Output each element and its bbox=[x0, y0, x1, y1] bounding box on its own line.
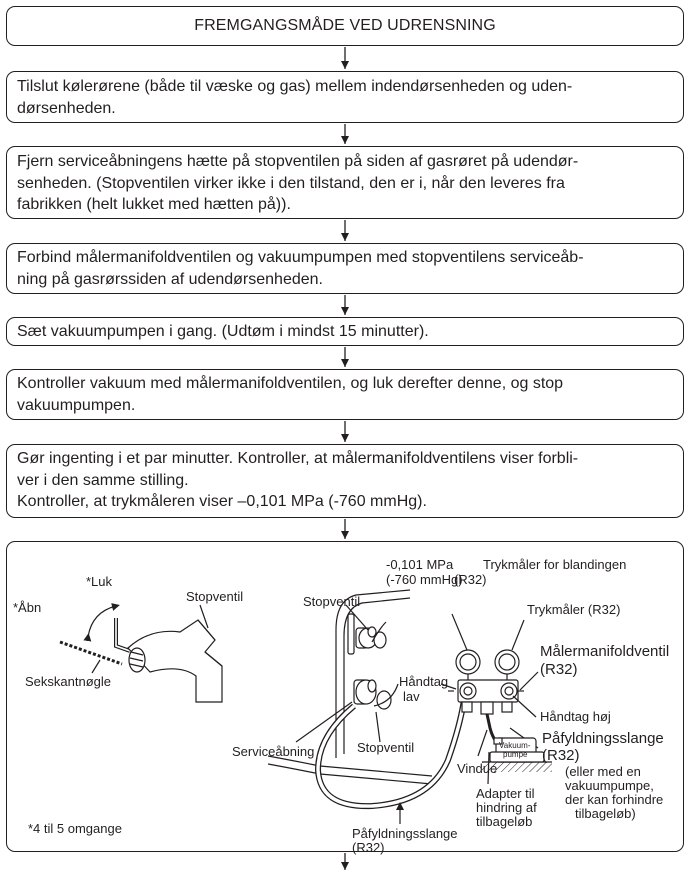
step-5: Kontroller vakuum med målermanifoldventi… bbox=[6, 369, 684, 420]
procedure-title: FREMGANGSMÅDE VED UDRENSNING bbox=[6, 6, 684, 46]
label-paafyldningsslange-2: Påfyldningsslange bbox=[352, 826, 458, 841]
step-text-line: Forbind målermanifoldventilen og vakuump… bbox=[17, 249, 584, 266]
label-trykmaaler-r32: Trykmåler (R32) bbox=[527, 602, 620, 617]
manifold-gauge-drawing bbox=[440, 613, 539, 785]
step-text-line: senheden. (Stopventilen virker ikke i de… bbox=[17, 174, 565, 192]
illustration-labels: *Luk *Åbn Sekskantnøgle Stopventil *4 ti… bbox=[13, 557, 669, 855]
label-paafyldningsslange-1-r32: (R32) bbox=[542, 747, 580, 764]
label-eller-4: tilbageløb) bbox=[575, 806, 636, 821]
step-text-line: Sæt vakuumpumpen i gang. (Udtøm i mindst… bbox=[17, 323, 429, 340]
label-luk: *Luk bbox=[86, 574, 113, 589]
step-6: Gør ingenting i et par minutter. Kontrol… bbox=[6, 444, 684, 518]
label-sekskantnoegle: Sekskantnøgle bbox=[25, 674, 111, 689]
step-text-line: Kontroller vakuum med målermanifoldventi… bbox=[17, 375, 564, 392]
label-serviceaabning: Serviceåbning bbox=[232, 744, 314, 759]
label-vakuumpumpe-tag-2: pumpe bbox=[503, 750, 528, 759]
label-pressure-mpa: -0,101 MPa bbox=[386, 557, 454, 572]
label-adapter-1: Adapter til bbox=[476, 786, 535, 801]
label-paafyldningsslange-2-r32: (R32) bbox=[352, 840, 385, 855]
step-1: Tilslut kølerørene (både til væske og ga… bbox=[6, 71, 684, 123]
label-eller-3: der kan forhindre bbox=[565, 792, 663, 807]
step-4: Sæt vakuumpumpen i gang. (Udtøm i mindst… bbox=[6, 317, 684, 346]
step-3: Forbind målermanifoldventilen og vakuump… bbox=[6, 243, 684, 294]
label-vakuumpumpe-tag: Vakuum- bbox=[499, 741, 531, 750]
label-haandtag-lav: Håndtag bbox=[399, 674, 448, 689]
step-text-line: Gør ingenting i et par minutter. Kontrol… bbox=[17, 450, 579, 467]
illustration-panel bbox=[6, 541, 684, 852]
label-haandtag-hoej: Håndtag høj bbox=[540, 709, 611, 724]
step-text-line: vakuumpumpen. bbox=[17, 396, 136, 414]
label-pressure-mmhg: (-760 mmHg) bbox=[386, 572, 463, 587]
step-text-line: Tilslut kølerørene (både til væske og ga… bbox=[17, 78, 573, 95]
label-eller-1: (eller med en bbox=[565, 764, 641, 779]
step-text-line: ver i den samme stilling. bbox=[17, 471, 189, 489]
label-aabn: *Åbn bbox=[13, 600, 41, 615]
outdoor-unit-drawing bbox=[267, 589, 467, 824]
label-adapter-2: hindring af bbox=[476, 800, 537, 815]
label-haandtag-lav-2: lav bbox=[403, 689, 420, 704]
step-text-line: fabrikken (helt lukket med hætten på)). bbox=[17, 196, 291, 213]
label-paafyldningsslange-1: Påfyldningsslange bbox=[542, 730, 664, 747]
step-text-line: Fjern serviceåbningens hætte på stopvent… bbox=[17, 153, 579, 170]
label-trykmaaler-blanding: Trykmåler for blandingen bbox=[483, 557, 626, 572]
label-stopventil-bottom: Stopventil bbox=[357, 740, 414, 755]
step-2: Fjern serviceåbningens hætte på stopvent… bbox=[6, 146, 684, 219]
label-stopventil-top: Stopventil bbox=[303, 594, 360, 609]
step-text-line: ning på gasrørssiden af udendørsenheden. bbox=[17, 270, 323, 288]
vacuum-pump-drawing bbox=[482, 737, 552, 772]
label-maalermanifold-r32: (R32) bbox=[540, 661, 578, 678]
label-pressure-r32: (R32) bbox=[454, 572, 487, 587]
label-vindue: Vindue bbox=[457, 761, 497, 776]
label-adapter-3: tilbageløb bbox=[476, 814, 532, 829]
procedure-title-text: FREMGANGSMÅDE VED UDRENSNING bbox=[194, 17, 496, 34]
step-text-line: Kontroller, at trykmåleren viser –0,101 … bbox=[17, 493, 427, 510]
flow-arrows bbox=[341, 47, 349, 870]
label-eller-2: vakuumpumpe, bbox=[565, 778, 654, 793]
step-text-line: dørsenheden. bbox=[17, 99, 116, 117]
label-stopventil-left: Stopventil bbox=[186, 589, 243, 604]
label-omgange: *4 til 5 omgange bbox=[28, 821, 122, 836]
hex-key-drawing bbox=[59, 603, 223, 703]
label-maalermanifold: Målermanifoldventil bbox=[540, 643, 669, 660]
